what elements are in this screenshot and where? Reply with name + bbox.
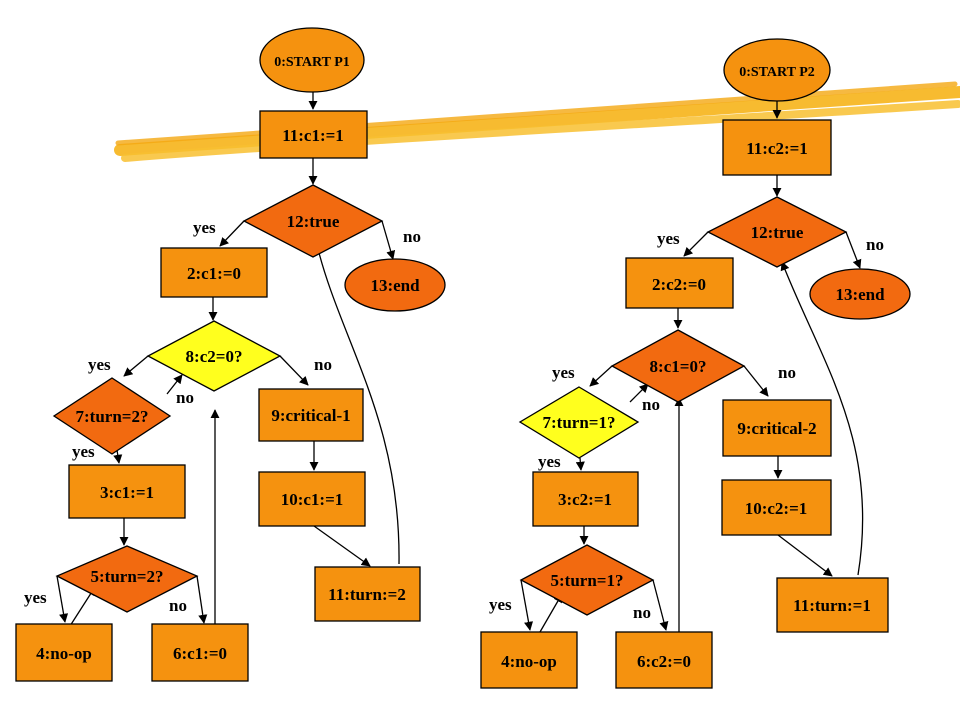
box-c1-set-1-step10: 10:c1:=1 [258, 471, 366, 527]
svg-text:3:c1:=1: 3:c1:=1 [100, 483, 154, 502]
edge-8-to-9 [743, 365, 769, 397]
edge-8-to-7 [589, 365, 613, 387]
box-no-op-p2: 4:no-op [480, 631, 578, 689]
edge-labels-p1: yes no yes no no yes yes no [24, 218, 421, 615]
edge-11-to-12-loop [314, 244, 400, 565]
edge-5-to-6 [652, 579, 669, 631]
label-no-5: no [169, 596, 187, 615]
label-yes-7: yes [72, 442, 95, 461]
box-no-op-p1: 4:no-op [15, 623, 113, 682]
svg-text:13:end: 13:end [370, 276, 420, 295]
end-node-p1: 13:end [344, 258, 446, 312]
box-critical-1: 9:critical-1 [258, 388, 364, 442]
label-yes-7: yes [538, 452, 561, 471]
label-no-5: no [633, 603, 651, 622]
diamond-true-p1: 12:true [242, 184, 384, 258]
svg-text:5:turn=1?: 5:turn=1? [551, 571, 624, 590]
svg-text:8:c2=0?: 8:c2=0? [186, 347, 243, 366]
svg-text:11:c1:=1: 11:c1:=1 [282, 126, 344, 145]
edge-7-to-3 [575, 457, 585, 471]
svg-text:5:turn=2?: 5:turn=2? [91, 567, 164, 586]
edge-10-to-11 [313, 525, 371, 567]
edge-7-to-8 [629, 383, 649, 403]
svg-text:10:c2:=1: 10:c2:=1 [745, 499, 808, 518]
svg-text:6:c1:=0: 6:c1:=0 [173, 644, 227, 663]
box-c2-set-1-step3: 3:c2:=1 [532, 471, 639, 527]
edge-12-to-13 [381, 220, 396, 260]
edge-5-to-6 [196, 575, 208, 624]
diamond-turn-check-7-p1: 7:turn=2? [52, 377, 172, 455]
svg-text:3:c2:=1: 3:c2:=1 [558, 490, 612, 509]
label-yes-12: yes [193, 218, 216, 237]
diamond-true-p2: 12:true [706, 196, 848, 268]
start-node-p2: 0:START P2 [723, 38, 831, 102]
box-c2-set-0-step6: 6:c2:=0 [615, 631, 713, 689]
end-node-p2: 13:end [809, 268, 911, 320]
diamond-c1-check-p2: 8:c1=0? [610, 329, 746, 403]
label-yes-8: yes [88, 355, 111, 374]
diamond-turn-check-5-p1: 5:turn=2? [55, 545, 199, 613]
label-no-12: no [866, 235, 884, 254]
label-no-12: no [403, 227, 421, 246]
svg-text:12:true: 12:true [287, 212, 340, 231]
box-c2-set-0: 2:c2:=0 [625, 257, 734, 309]
edge-5-to-4 [56, 575, 69, 623]
label-no-7: no [642, 395, 660, 414]
svg-text:8:c1=0?: 8:c1=0? [650, 357, 707, 376]
edge-8-to-7 [123, 355, 149, 377]
svg-text:11:c2:=1: 11:c2:=1 [746, 139, 808, 158]
box-turn-set-2: 11:turn:=2 [314, 566, 421, 622]
box-c1-set-0: 2:c1:=0 [160, 247, 268, 298]
svg-text:11:turn:=1: 11:turn:=1 [793, 596, 871, 615]
edges-p2 [520, 100, 864, 633]
flowchart-p1: 0:START P1 11:c1:=1 12:true 13:end 2:c1:… [15, 27, 446, 682]
svg-text:11:turn:=2: 11:turn:=2 [328, 585, 406, 604]
brush-stroke-decoration [114, 81, 960, 162]
box-c1-set-1: 11:c1:=1 [259, 110, 368, 159]
svg-text:7:turn=2?: 7:turn=2? [76, 407, 149, 426]
edge-5-to-4 [520, 579, 534, 631]
label-yes-12: yes [657, 229, 680, 248]
svg-text:6:c2:=0: 6:c2:=0 [637, 652, 691, 671]
svg-text:0:START P1: 0:START P1 [274, 55, 350, 70]
svg-text:0:START P2: 0:START P2 [739, 65, 815, 80]
box-c1-set-0-step6: 6:c1:=0 [151, 623, 249, 682]
box-critical-2: 9:critical-2 [722, 399, 832, 457]
diamond-turn-check-5-p2: 5:turn=1? [519, 544, 655, 616]
svg-text:12:true: 12:true [751, 223, 804, 242]
edge-10-to-11 [777, 534, 833, 577]
edge-11-to-12-loop [780, 261, 864, 576]
svg-text:4:no-op: 4:no-op [501, 652, 557, 671]
edge-12-to-2 [219, 220, 245, 247]
label-no-7: no [176, 388, 194, 407]
svg-text:10:c1:=1: 10:c1:=1 [281, 490, 344, 509]
diamond-turn-check-7-p2[interactable]: 7:turn=1? [518, 386, 640, 459]
edge-12-to-13 [845, 231, 862, 269]
box-turn-set-1: 11:turn:=1 [776, 577, 889, 633]
svg-text:9:critical-2: 9:critical-2 [737, 419, 816, 438]
label-no-8: no [778, 363, 796, 382]
edge-labels-p2: yes no yes no no yes yes no [489, 229, 884, 622]
svg-text:9:critical-1: 9:critical-1 [271, 406, 350, 425]
svg-text:2:c1:=0: 2:c1:=0 [187, 264, 241, 283]
label-no-8: no [314, 355, 332, 374]
label-yes-8: yes [552, 363, 575, 382]
diamond-c2-check-p1[interactable]: 8:c2=0? [146, 320, 282, 392]
flowchart-p2: 0:START P2 11:c2:=1 12:true 13:end 2:c2:… [480, 38, 911, 689]
label-yes-5: yes [24, 588, 47, 607]
label-yes-5: yes [489, 595, 512, 614]
edge-12-to-2 [683, 231, 709, 257]
edge-7-to-8 [166, 374, 183, 395]
box-c2-set-1-step10: 10:c2:=1 [721, 479, 832, 536]
box-c1-set-1-step3: 3:c1:=1 [68, 464, 186, 519]
svg-text:13:end: 13:end [835, 285, 885, 304]
svg-text:4:no-op: 4:no-op [36, 644, 92, 663]
edge-8-to-9 [279, 355, 309, 386]
svg-text:2:c2:=0: 2:c2:=0 [652, 275, 706, 294]
start-node-p1: 0:START P1 [259, 27, 365, 93]
box-c2-set-1: 11:c2:=1 [722, 119, 832, 176]
svg-text:7:turn=1?: 7:turn=1? [543, 413, 616, 432]
